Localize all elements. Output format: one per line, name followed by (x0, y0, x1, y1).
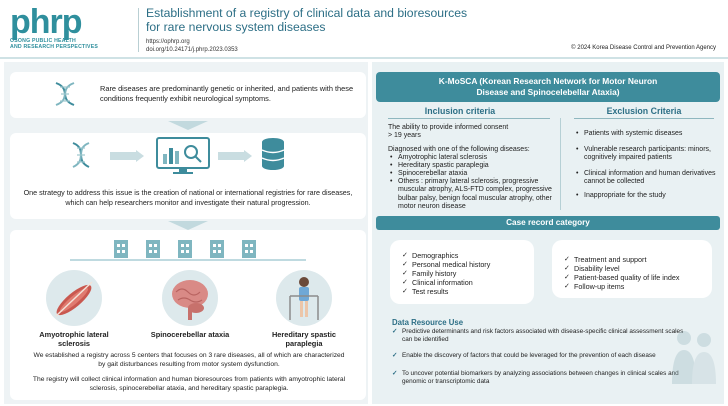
case-item: Demographics (402, 251, 458, 261)
data-resource-title: Data Resource Use (392, 318, 464, 327)
disease-label-line: Amyotrophic lateral (39, 330, 109, 339)
disease-label-line: Hereditary spastic (271, 330, 337, 339)
case-item: Family history (402, 269, 456, 279)
exclusion-item: Inappropriate for the study (576, 192, 716, 201)
case-item: Treatment and support (564, 255, 646, 265)
disease-label-line: Spinocerebellar ataxia (150, 330, 230, 339)
hospital-network-icon (70, 240, 306, 261)
registry-text: We established a registry across 5 cente… (33, 352, 345, 368)
copyright: © 2024 Korea Disease Control and Prevent… (571, 45, 716, 51)
title-line-2: for rare nervous system diseases (146, 20, 326, 34)
walker-patient-icon (276, 270, 332, 326)
disease-label-als: Amyotrophic lateral sclerosis (22, 330, 126, 348)
arrow-right-icon (218, 150, 252, 162)
disease-label-line: paraplegia (285, 339, 323, 348)
banner-line-2: Disease and Spinocelebellar Ataxia) (476, 87, 620, 97)
criteria-divider (560, 118, 561, 210)
right-panel (372, 62, 724, 404)
data-resource-item: Predictive determinants and risk factors… (392, 328, 692, 344)
header-rule (0, 57, 728, 59)
case-item: Follow-up items (564, 282, 624, 292)
exclusion-item: Clinical information and human derivativ… (576, 170, 716, 187)
brain-icon (162, 270, 218, 326)
banner-line-1: K-MoSCA (Korean Research Network for Mot… (438, 76, 658, 86)
logo-subtitle-2: AND RESEARCH PERSPECTIVES (10, 44, 99, 50)
inclusion-diagnosis: Diagnosed with one of the following dise… (388, 146, 530, 153)
kmosca-banner: K-MoSCA (Korean Research Network for Mot… (376, 72, 720, 102)
logo-word: phrp (10, 3, 83, 41)
arrow-right-icon (110, 150, 144, 162)
chevron-down-icon (168, 221, 208, 230)
case-item: Disability level (564, 264, 620, 274)
header-divider (138, 8, 139, 52)
data-resource-item: Enable the discovery of factors that cou… (392, 352, 692, 360)
disease-label-hsp: Hereditary spastic paraplegia (254, 330, 354, 348)
inclusion-item: Amyotrophic lateral sclerosis (390, 154, 550, 163)
title-line-1: Establishment of a registry of clinical … (146, 6, 468, 20)
intro-text: Rare diseases are predominantly genetic … (100, 84, 354, 103)
dna-icon (55, 82, 75, 106)
logo-subtitle-1: OSONG PUBLIC HEALTH (10, 38, 76, 44)
article-meta: https://ophrp.org doi.org/10.24171/j.phr… (146, 38, 238, 54)
data-resource-item: To uncover potential biomarkers by analy… (392, 370, 688, 386)
disease-label-sca: Spinocerebellar ataxia (130, 330, 250, 339)
inclusion-consent: The ability to provide informed consent … (388, 124, 558, 141)
exclusion-item: Patients with systemic diseases (576, 130, 716, 139)
strategy-text: One strategy to address this issue is th… (23, 188, 353, 207)
monitor-chart-icon (156, 137, 210, 174)
inclusion-title: Inclusion criteria (424, 106, 496, 116)
case-item: Clinical information (402, 278, 473, 288)
header: phrp OSONG PUBLIC HEALTH AND RESEARCH PE… (0, 0, 728, 59)
database-icon (261, 138, 285, 170)
chevron-down-icon (168, 121, 208, 130)
dna-icon (72, 142, 90, 168)
inclusion-rule (388, 118, 550, 119)
disease-label-line: sclerosis (57, 339, 91, 348)
exclusion-item: Vulnerable research participants: minors… (576, 146, 716, 163)
collect-text: The registry will collect clinical infor… (32, 376, 346, 392)
case-record-banner: Case record category (376, 216, 720, 230)
doi-link[interactable]: doi.org/10.24171/j.phrp.2023.0353 (146, 47, 238, 53)
inclusion-item: Hereditary spastic paraplegia (390, 162, 550, 171)
inclusion-item: Spinocerebellar ataxia (390, 170, 550, 179)
intro-box (10, 72, 366, 118)
exclusion-rule (574, 118, 714, 119)
inclusion-item: Others : primary lateral sclerosis, prog… (390, 178, 556, 212)
exclusion-title: Exclusion Criteria (606, 106, 682, 116)
case-item: Test results (402, 287, 448, 297)
inclusion-consent-line: The ability to provide informed consent (388, 124, 509, 131)
journal-logo[interactable]: phrp OSONG PUBLIC HEALTH AND RESEARCH PE… (10, 3, 120, 50)
muscle-icon (46, 270, 102, 326)
inclusion-consent-line: > 19 years (388, 132, 421, 140)
medical-team-icon (672, 331, 716, 384)
page-title: Establishment of a registry of clinical … (146, 6, 476, 34)
journal-url-link[interactable]: https://ophrp.org (146, 39, 190, 45)
case-item: Personal medical history (402, 260, 490, 270)
case-item: Patient-based quality of life index (564, 273, 679, 283)
